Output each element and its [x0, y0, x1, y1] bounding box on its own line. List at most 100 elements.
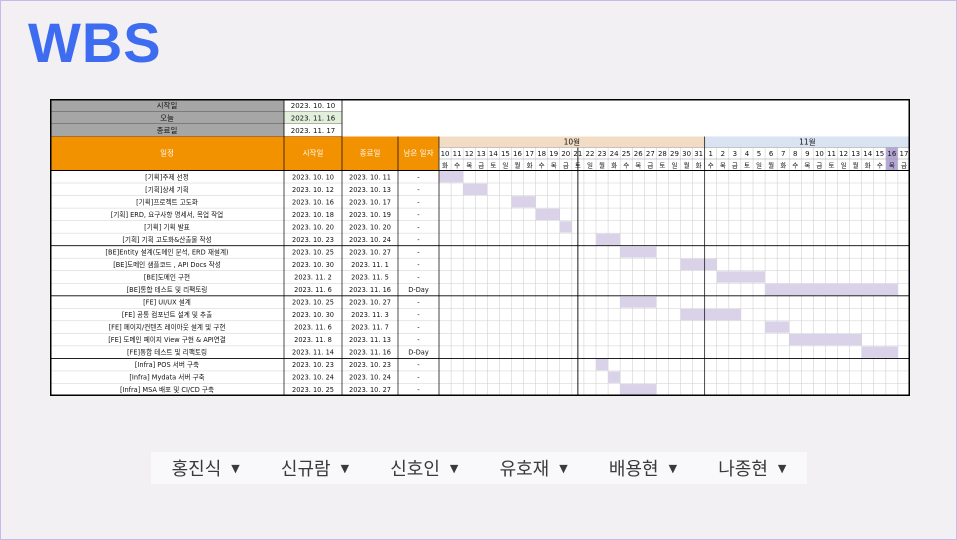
task-bar	[511, 196, 536, 208]
task-bar	[463, 183, 488, 195]
assignee-name: 유호재	[499, 459, 550, 480]
task-end: 2023. 11. 7	[351, 324, 389, 332]
task-remaining: -	[417, 248, 420, 256]
task-remaining: -	[417, 223, 420, 231]
weekday-label: 토	[490, 161, 496, 169]
header-start: 시작일	[303, 148, 324, 158]
assignee-dropdown[interactable]: 유호재▼	[479, 455, 588, 481]
day-number: 10	[441, 150, 450, 158]
task-start: 2023. 10. 24	[292, 374, 334, 382]
task-remaining: -	[417, 386, 420, 394]
day-number: 18	[537, 150, 546, 158]
day-number: 20	[561, 150, 570, 158]
weekday-label: 화	[696, 161, 702, 169]
day-number: 29	[670, 150, 679, 158]
day-number: 9	[805, 150, 809, 158]
task-start: 2023. 10. 20	[292, 223, 334, 231]
triangle-down-icon: ▼	[231, 461, 240, 475]
month-band	[439, 136, 705, 148]
meta-value: 2023. 11. 16	[291, 114, 336, 122]
task-remaining: D-Day	[408, 286, 429, 294]
task-start: 2023. 10. 30	[292, 261, 334, 269]
meta-label-cell	[50, 124, 284, 137]
day-number: 16	[513, 150, 522, 158]
header-block	[50, 136, 439, 171]
task-remaining: -	[417, 299, 420, 307]
meta-label: 종료일	[157, 126, 178, 135]
task-name: [기획] ERD, 요구사항 명세서, 목업 작업	[111, 210, 224, 219]
assignee-name: 신규람	[280, 459, 331, 480]
assignee-dropdown[interactable]: 홍진식▼	[151, 455, 260, 481]
assignee-dropdown[interactable]: 나종현▼	[698, 455, 807, 481]
weekday-label: 금	[901, 161, 907, 169]
page-title: WBS	[28, 11, 162, 74]
task-bar	[765, 321, 790, 333]
task-bar	[620, 246, 657, 258]
task-bar	[861, 346, 898, 358]
task-bar	[439, 171, 464, 183]
task-end: 2023. 11. 16	[349, 286, 391, 294]
weekday-label: 수	[877, 161, 883, 169]
weekday-label: 수	[539, 161, 545, 169]
meta-value-cell	[284, 99, 342, 112]
weekday-label: 목	[889, 161, 895, 169]
weekday-label: 화	[442, 161, 448, 169]
assignee-bar: 홍진식▼신규람▼신호인▼유호재▼배용현▼나종현▼	[151, 452, 807, 484]
meta-value: 2023. 10. 10	[291, 102, 336, 110]
header-end: 종료일	[360, 149, 381, 158]
day-number: 19	[549, 150, 558, 158]
task-name: [Infra] POS 서버 구축	[135, 360, 199, 369]
day-number: 6	[769, 150, 774, 158]
task-remaining: -	[417, 236, 420, 244]
task-bar	[608, 371, 621, 383]
task-start: 2023. 11. 6	[294, 324, 332, 332]
task-end: 2023. 10. 24	[349, 236, 391, 244]
meta-value-cell	[284, 111, 342, 124]
task-end: 2023. 11. 16	[349, 349, 391, 357]
task-start: 2023. 10. 23	[292, 361, 334, 369]
task-name: [FE] 공통 컴포넌트 설계 및 추출	[122, 310, 212, 319]
weekday-label: 금	[732, 161, 738, 169]
task-name: [기획]주제 선정	[145, 172, 189, 181]
weekday-label: 목	[635, 161, 641, 169]
day-number: 11	[453, 150, 462, 158]
task-remaining: -	[417, 173, 420, 181]
task-remaining: -	[417, 324, 420, 332]
day-number: 10	[815, 150, 824, 158]
day-number: 3	[733, 150, 737, 158]
task-name: [BE]도메인 구현	[144, 272, 190, 281]
task-start: 2023. 11. 6	[294, 286, 332, 294]
assignee-dropdown[interactable]: 신호인▼	[370, 455, 479, 481]
task-bar	[620, 384, 657, 396]
task-end: 2023. 10. 17	[349, 198, 391, 206]
task-name: [BE]도메인 샘플코드 , API Docs 작성	[113, 260, 221, 269]
day-number: 1	[708, 150, 712, 158]
task-remaining: -	[417, 311, 420, 319]
task-end: 2023. 10. 13	[349, 186, 391, 194]
assignee-dropdown[interactable]: 배용현▼	[588, 455, 697, 481]
task-end: 2023. 10. 27	[349, 299, 391, 307]
day-number: 30	[682, 150, 691, 158]
task-bar	[559, 221, 572, 233]
weekday-label: 월	[768, 160, 774, 169]
triangle-down-icon: ▼	[668, 461, 678, 475]
weekday-label: 월	[684, 160, 690, 169]
day-number: 23	[598, 150, 607, 158]
task-start: 2023. 10. 25	[292, 299, 334, 307]
weekday-label: 일	[672, 160, 678, 169]
triangle-down-icon: ▼	[340, 461, 350, 475]
task-remaining: -	[417, 361, 420, 369]
assignee-dropdown[interactable]: 신규람 ▼	[260, 455, 369, 481]
weekday-label: 수	[454, 161, 460, 169]
weekday-label: 일	[587, 160, 593, 169]
weekday-label: 월	[515, 160, 521, 169]
weekday-label: 일	[756, 160, 762, 169]
task-name: [기획]프로젝트 고도화	[136, 197, 198, 206]
task-bar	[789, 333, 862, 346]
task-name: [기획] 기획 고도화&산출물 작성	[122, 235, 211, 244]
meta-value-cell	[284, 124, 342, 137]
task-name: [BE]Entity 설계(도메인 분석, ERD 재설계)	[105, 247, 228, 256]
weekday-label: 토	[744, 161, 750, 169]
task-remaining: -	[417, 273, 420, 281]
